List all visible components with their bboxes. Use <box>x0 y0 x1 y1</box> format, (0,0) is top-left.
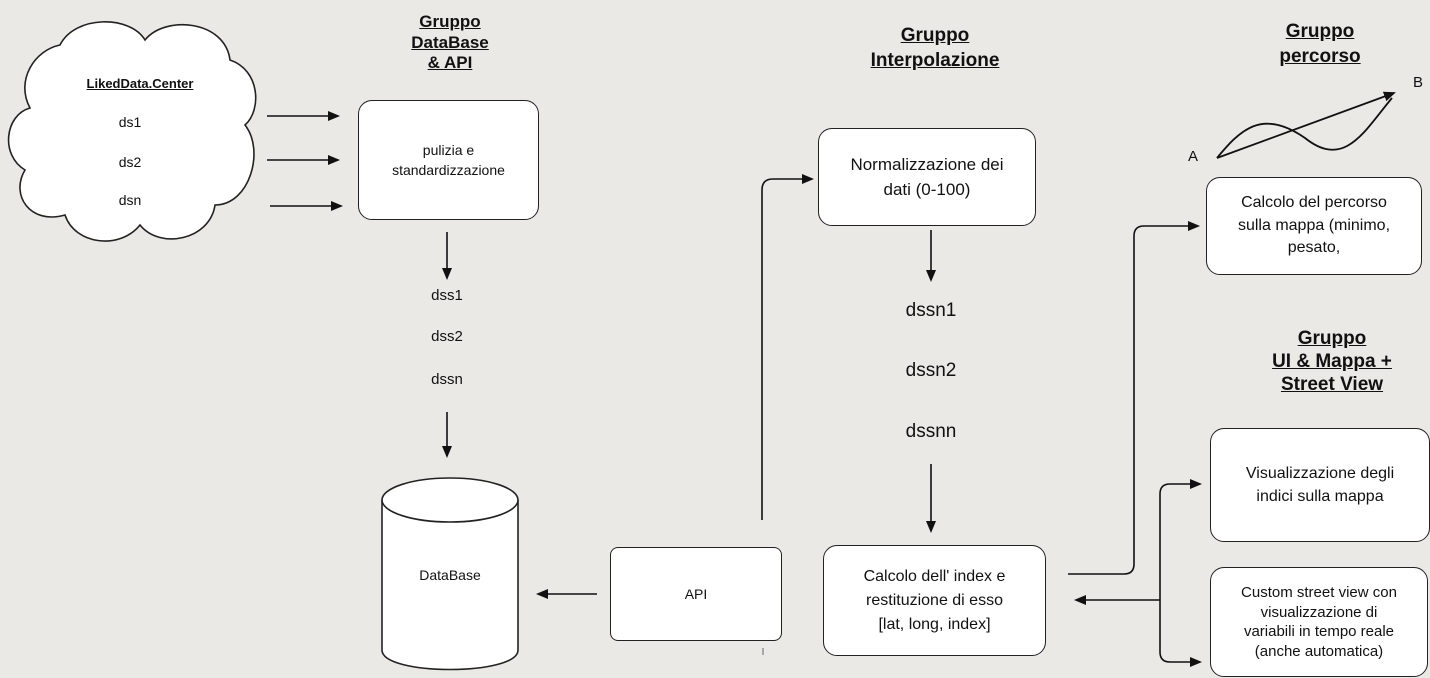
cloud-item-ds1: ds1 <box>118 114 142 130</box>
group-title-interpolazione: Gruppo Interpolazione <box>870 25 1000 71</box>
group-title-ui-mappa: Gruppo UI & Mappa + Street View <box>1272 328 1392 396</box>
group-title-database-api: Gruppo DataBase & API <box>411 12 489 73</box>
box-calcolo-percorso: Calcolo del percorso sulla mappa (minimo… <box>1206 177 1422 275</box>
dss-item-2: dss2 <box>431 328 463 345</box>
dss-item-1: dss1 <box>431 287 463 304</box>
box-visualizzazione-label: Visualizzazione degli indici sulla mappa <box>1245 464 1395 505</box>
arrow-custom-street-link <box>1159 600 1202 667</box>
database-cylinder <box>381 477 519 671</box>
route-label-a: A <box>1187 148 1198 165</box>
box-normalizzazione: Normalizzazione dei dati (0-100) <box>818 128 1036 226</box>
box-custom-street-label: Custom street view con visualizzazione d… <box>1241 584 1397 660</box>
cloud-item-ds2: ds2 <box>118 154 142 170</box>
box-pulizia-label: pulizia e standardizzazione <box>392 141 505 178</box>
dss-item-3: dssn <box>431 371 463 388</box>
box-api-label: API <box>684 586 708 602</box>
cloud-shape <box>7 21 257 242</box>
box-api: API <box>610 547 782 641</box>
cloud-title: LikedData.Center <box>86 76 194 91</box>
arrow-index-to-percorso <box>1068 221 1200 575</box>
group-title-percorso: Gruppo percorso <box>1279 21 1361 67</box>
dssn-item-2: dssn2 <box>905 360 957 381</box>
dssn-item-3: dssnn <box>905 421 957 442</box>
dssn-item-1: dssn1 <box>905 300 957 321</box>
box-pulizia: pulizia e standardizzazione <box>358 100 539 220</box>
box-calcolo-index: Calcolo dell' index e restituzione di es… <box>823 545 1046 656</box>
box-calcolo-percorso-label: Calcolo del percorso sulla mappa (minimo… <box>1237 194 1391 257</box>
route-straight <box>1216 91 1396 159</box>
box-calcolo-index-label: Calcolo dell' index e restituzione di es… <box>863 567 1006 633</box>
box-visualizzazione: Visualizzazione degli indici sulla mappa <box>1210 428 1430 542</box>
route-label-b: B <box>1412 74 1423 91</box>
arrow-api-to-normalizzazione <box>761 174 814 520</box>
arrow-visualizzazione-link <box>1159 479 1202 600</box>
cloud-item-dsn: dsn <box>118 192 142 208</box>
box-normalizzazione-label: Normalizzazione dei dati (0-100) <box>850 154 1004 200</box>
database-label: DataBase <box>419 567 481 583</box>
box-custom-street: Custom street view con visualizzazione d… <box>1210 567 1428 677</box>
route-curve <box>1216 97 1393 159</box>
